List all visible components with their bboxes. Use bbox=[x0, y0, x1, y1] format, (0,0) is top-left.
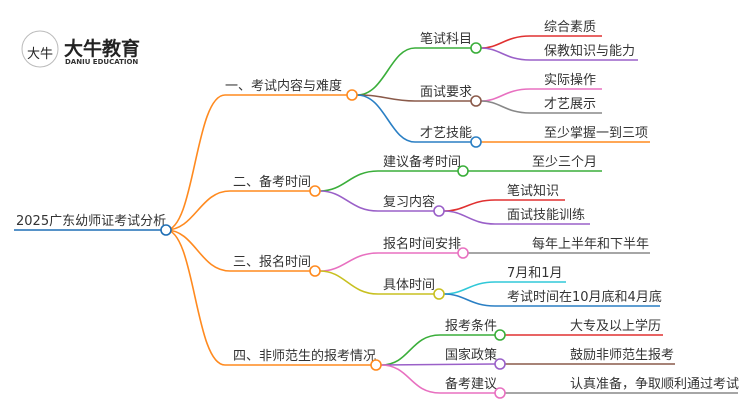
link bbox=[443, 210, 590, 225]
link bbox=[380, 364, 495, 394]
collapse-toggle[interactable] bbox=[470, 42, 482, 54]
link bbox=[480, 47, 638, 61]
link bbox=[443, 199, 565, 212]
branch-label: 三、报名时间 bbox=[233, 254, 311, 270]
link bbox=[380, 363, 496, 366]
branch-3[interactable]: 三、报名时间 报名时间安排 具体时间 每年上半年和下半年 7月和1月 考试时间在… bbox=[233, 236, 662, 307]
link-branch-3 bbox=[165, 229, 310, 272]
collapse-toggle[interactable] bbox=[309, 265, 321, 277]
link bbox=[356, 94, 471, 102]
root-label: 2025广东幼师证考试分析 bbox=[16, 214, 166, 229]
collapse-toggle[interactable] bbox=[433, 205, 445, 217]
logo-subtitle: DANIU EDUCATION bbox=[65, 58, 138, 66]
leaf-label: 才艺展示 bbox=[544, 97, 596, 112]
collapse-toggle[interactable] bbox=[433, 288, 445, 300]
branch-label: 二、备考时间 bbox=[233, 174, 311, 190]
leaf-label: 笔试知识 bbox=[507, 183, 559, 199]
leaf-label: 7月和1月 bbox=[507, 266, 563, 281]
branch-4[interactable]: 四、非师范生的报考情况 报考条件 国家政策 备考建议 大专及以上学历 鼓励非师范… bbox=[233, 318, 739, 399]
logo-circle-icon bbox=[21, 30, 59, 68]
collapse-toggle[interactable] bbox=[457, 247, 469, 259]
leaf-label: 鼓励非师范生报考 bbox=[570, 348, 674, 363]
link bbox=[356, 94, 471, 143]
logo: 大牛 大牛教育 DANIU EDUCATION bbox=[21, 30, 140, 68]
node-label: 复习内容 bbox=[383, 194, 435, 210]
leaf-label: 每年上半年和下半年 bbox=[532, 236, 649, 252]
root-collapse-toggle[interactable] bbox=[160, 224, 172, 236]
node-label: 报名时间安排 bbox=[383, 236, 461, 252]
branch-label: 四、非师范生的报考情况 bbox=[233, 348, 376, 364]
node-label: 国家政策 bbox=[445, 347, 497, 363]
node-label: 报考条件 bbox=[445, 318, 497, 334]
link bbox=[480, 100, 602, 114]
branch-label: 一、考试内容与难度 bbox=[225, 78, 342, 94]
link bbox=[380, 334, 495, 366]
link bbox=[443, 293, 660, 307]
leaf-label: 考试时间在10月底和4月底 bbox=[507, 289, 662, 305]
link bbox=[356, 47, 471, 96]
collapse-toggle[interactable] bbox=[346, 89, 358, 101]
link-branch-2 bbox=[165, 190, 310, 231]
link bbox=[480, 35, 602, 49]
collapse-toggle[interactable] bbox=[494, 358, 506, 370]
leaf-label: 实际操作 bbox=[544, 72, 596, 88]
node-label: 备考建议 bbox=[445, 376, 497, 392]
node-label: 建议备考时间 bbox=[383, 154, 461, 170]
leaf-label: 至少三个月 bbox=[532, 155, 597, 170]
collapse-toggle[interactable] bbox=[494, 329, 506, 341]
root-node[interactable]: 2025广东幼师证考试分析 bbox=[14, 214, 166, 231]
logo-name: 大牛教育 bbox=[64, 37, 140, 60]
collapse-toggle[interactable] bbox=[457, 165, 469, 177]
leaf-label: 综合素质 bbox=[544, 20, 596, 35]
branch-1[interactable]: 一、考试内容与难度 笔试科目 面试要求 才艺技能 综合素质 保教知识与能力 实际… bbox=[225, 20, 650, 148]
logo-mark: 大牛 bbox=[27, 47, 53, 62]
leaf-label: 大专及以上学历 bbox=[570, 318, 661, 334]
branch-2[interactable]: 二、备考时间 建议备考时间 复习内容 至少三个月 笔试知识 面试技能训练 bbox=[233, 154, 602, 225]
node-label: 笔试科目 bbox=[420, 31, 472, 47]
node-label: 具体时间 bbox=[383, 278, 435, 293]
link bbox=[319, 252, 458, 272]
link-branch-1 bbox=[165, 94, 347, 231]
collapse-toggle[interactable] bbox=[370, 359, 382, 371]
collapse-toggle[interactable] bbox=[470, 136, 482, 148]
collapse-toggle[interactable] bbox=[309, 185, 321, 197]
link bbox=[319, 190, 434, 212]
link bbox=[319, 170, 458, 192]
link bbox=[319, 270, 434, 295]
leaf-label: 认真准备，争取顺利通过考试 bbox=[570, 376, 739, 392]
link bbox=[480, 88, 602, 102]
collapse-toggle[interactable] bbox=[470, 95, 482, 107]
node-label: 才艺技能 bbox=[420, 126, 472, 141]
node-label: 面试要求 bbox=[420, 85, 472, 100]
collapse-toggle[interactable] bbox=[494, 387, 506, 399]
leaf-label: 至少掌握一到三项 bbox=[544, 126, 648, 141]
link bbox=[443, 281, 566, 295]
link-branch-4 bbox=[165, 229, 371, 366]
leaf-label: 保教知识与能力 bbox=[544, 43, 635, 59]
leaf-label: 面试技能训练 bbox=[507, 208, 585, 223]
